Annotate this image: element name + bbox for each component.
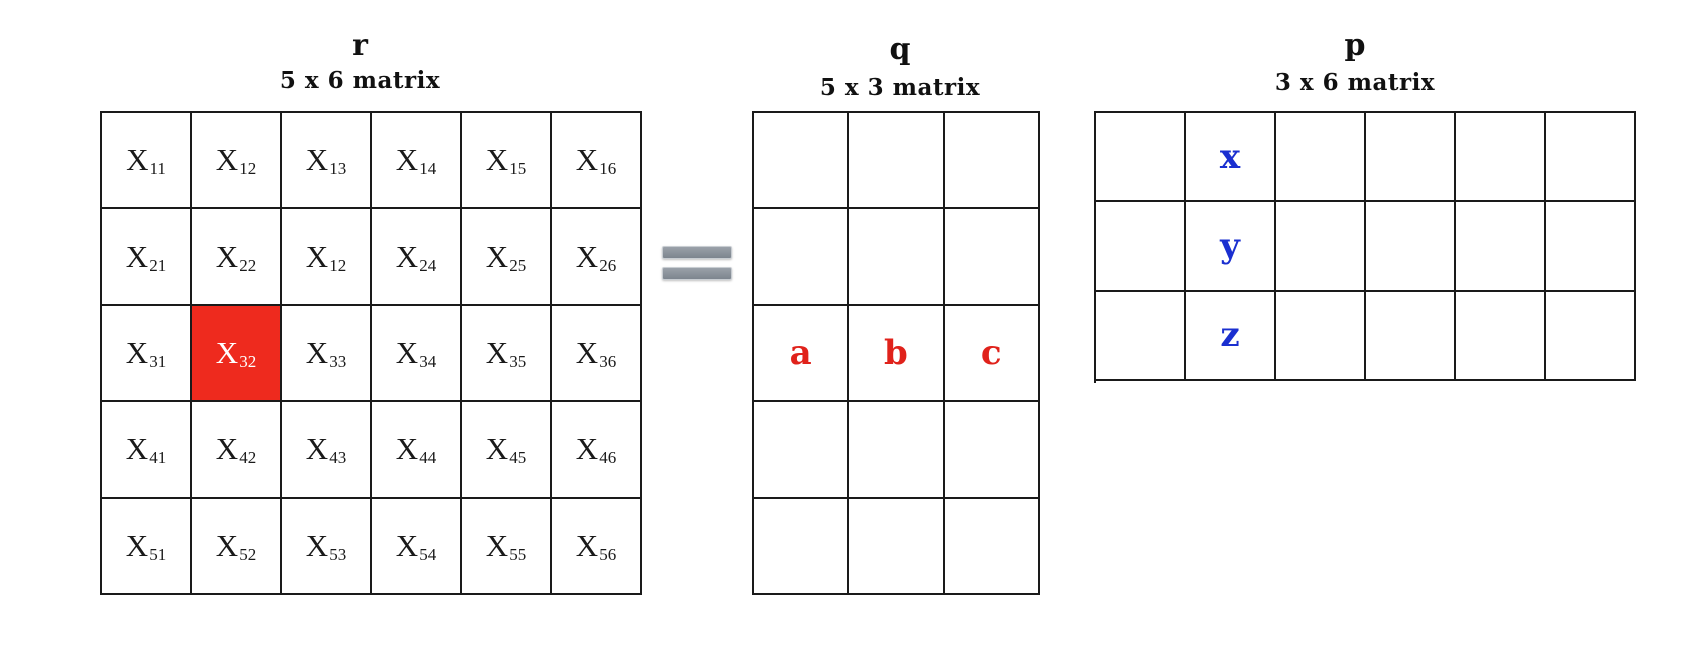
matrix-p-cell: z: [1186, 291, 1276, 381]
matrix-p-cell: [1546, 113, 1636, 203]
matrix-p-cell: [1276, 202, 1366, 292]
matrix-r-title: r: [352, 28, 368, 63]
matrix-p-cell: [1366, 291, 1456, 381]
matrix-q-cell: b: [849, 305, 945, 403]
matrix-q-cell: [754, 209, 850, 306]
matrix-q-grid: a b c: [752, 111, 1040, 595]
matrix-p-grid: x y z: [1094, 111, 1636, 383]
matrix-q-cell: [849, 209, 945, 306]
equals-sign: [658, 238, 734, 288]
matrix-r-dimensions: 5 x 6 matrix: [279, 67, 441, 94]
matrix-p-cell: [1456, 202, 1546, 292]
matrix-p-dimensions: 3 x 6 matrix: [1274, 69, 1436, 96]
matrix-q-cell: a: [754, 305, 850, 403]
matrix-q-cell: [849, 113, 945, 210]
matrix-q-cell: [944, 402, 1040, 499]
matrix-p-cell: [1456, 291, 1546, 381]
matrix-p-cell: y: [1186, 202, 1276, 292]
matrix-p-cell: [1456, 113, 1546, 203]
matrix-q-label: c: [980, 332, 1002, 373]
matrix-q-cell: [849, 402, 945, 499]
matrix-p: p 3 x 6 matrix x y z: [0, 0, 1636, 383]
matrix-p-title: p: [1344, 28, 1366, 63]
matrix-q-cell: [944, 498, 1040, 595]
matrix-p-cell: x: [1186, 113, 1276, 203]
matrix-p-cell: [1096, 202, 1186, 292]
matrix-q-cell: [944, 209, 1040, 306]
matrix-q-cell: [754, 402, 850, 499]
matrix-q-cell: [754, 113, 850, 210]
matrix-p-cell: [1276, 291, 1366, 381]
matrix-q-label: b: [884, 332, 908, 373]
matrix-p-label: z: [1220, 315, 1240, 356]
matrix-p-cell: [1096, 291, 1186, 381]
matrix-q: q 5 x 3 matrix a b c: [0, 0, 1040, 595]
matrix-q-label: a: [789, 332, 812, 373]
matrix-p-cell: [1096, 113, 1186, 203]
matrix-p-label: y: [1220, 225, 1240, 266]
matrix-q-cell: [944, 113, 1040, 210]
matrix-q-cell: [849, 498, 945, 595]
matrix-p-cell: [1546, 291, 1636, 381]
matrix-q-cell: [754, 498, 850, 595]
matrix-q-title: q: [889, 32, 911, 67]
matrix-p-label: x: [1219, 136, 1241, 177]
matrix-p-cell: [1276, 113, 1366, 203]
matrix-q-cell: c: [944, 305, 1040, 403]
matrix-p-cell: [1366, 113, 1456, 203]
matrix-p-cell: [1546, 202, 1636, 292]
matrix-q-dimensions: 5 x 3 matrix: [819, 74, 981, 101]
matrix-p-cell: [1366, 202, 1456, 292]
